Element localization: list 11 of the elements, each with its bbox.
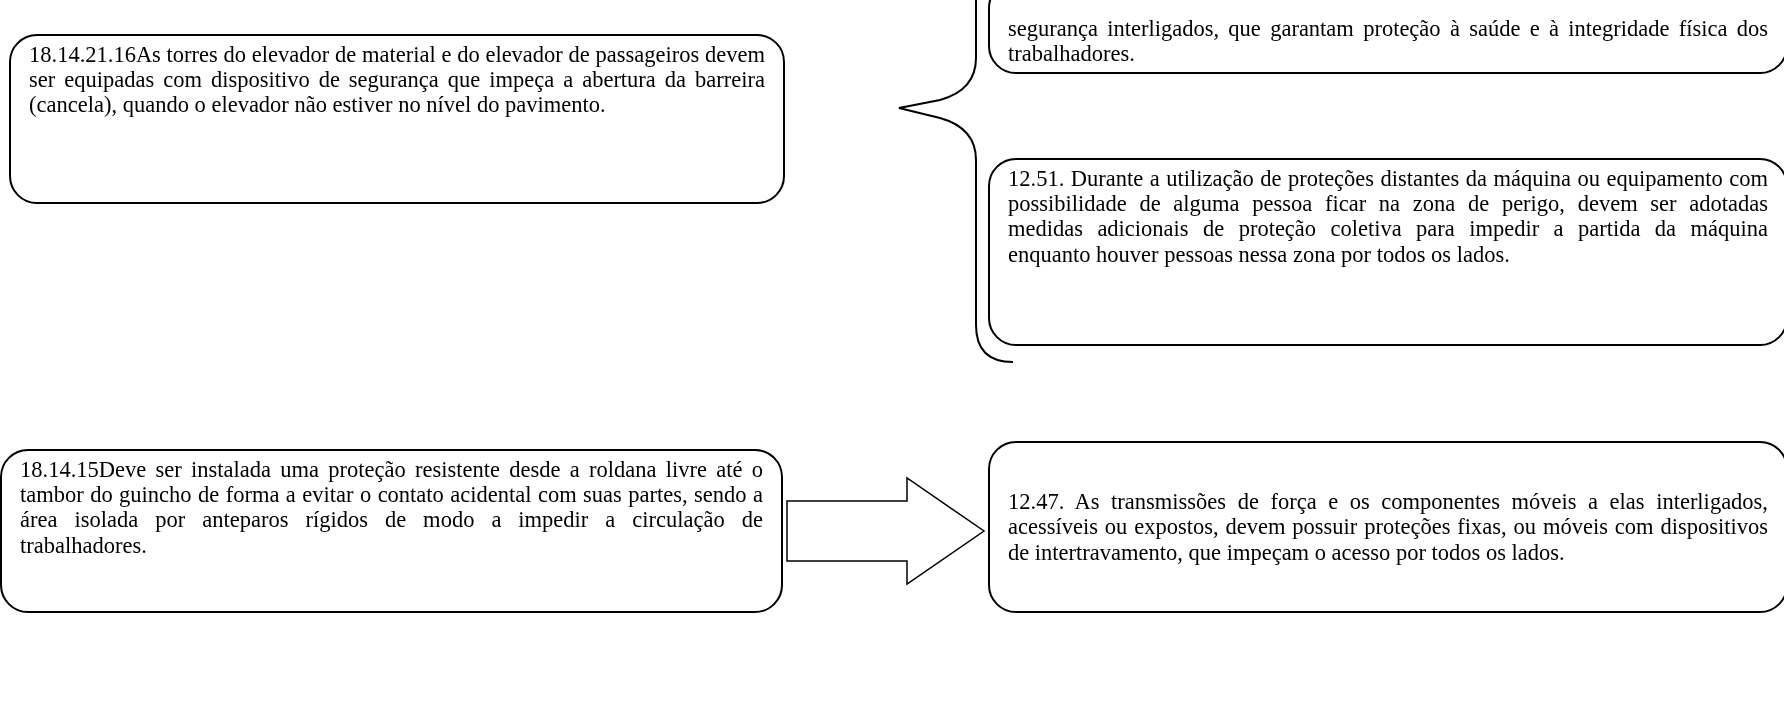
text-box <box>988 0 1784 74</box>
box-text: segurança interligados, que garantam proteção à saúde e à integridade física dos trabalhadores. <box>1008 15 1768 66</box>
block-arrow <box>786 476 986 586</box>
box-text: 12.47. As transmissões de força e os componentes móveis a elas interligados, acessíveis ou expostos, devem possuir proteções fixas, ou móveis com dispositivos de intertravamento, que impeçam o acesso por todos os lados. <box>1008 489 1768 565</box>
text-box <box>988 441 1784 613</box>
box-text: 12.51. Durante a utilização de proteções distantes da máquina ou equipamento com possibilidade de alguma pessoa ficar na zona de perigo, devem ser adotadas medidas adicionais de proteção coletiva para impedir a partida da máquina enquanto houver pessoas nessa zona por todos os lados. <box>1008 166 1768 267</box>
text-box <box>9 34 785 204</box>
box-text: 18.14.15Deve ser instalada uma proteção resistente desde a roldana livre até o tambor do guincho de forma a evitar o contato acidental com suas partes, sendo a área isolada por anteparos rígidos de modo a impedir a circulação de trabalhadores. <box>20 457 763 558</box>
box-text: 18.14.21.16As torres do elevador de material e do elevador de passageiros devem ser equipadas com dispositivo de segurança que impeça a abertura da barreira (cancela), quando o elevador não estiver no nível do pavimento. <box>29 42 765 118</box>
text-box <box>988 158 1784 346</box>
text-box <box>0 449 783 613</box>
